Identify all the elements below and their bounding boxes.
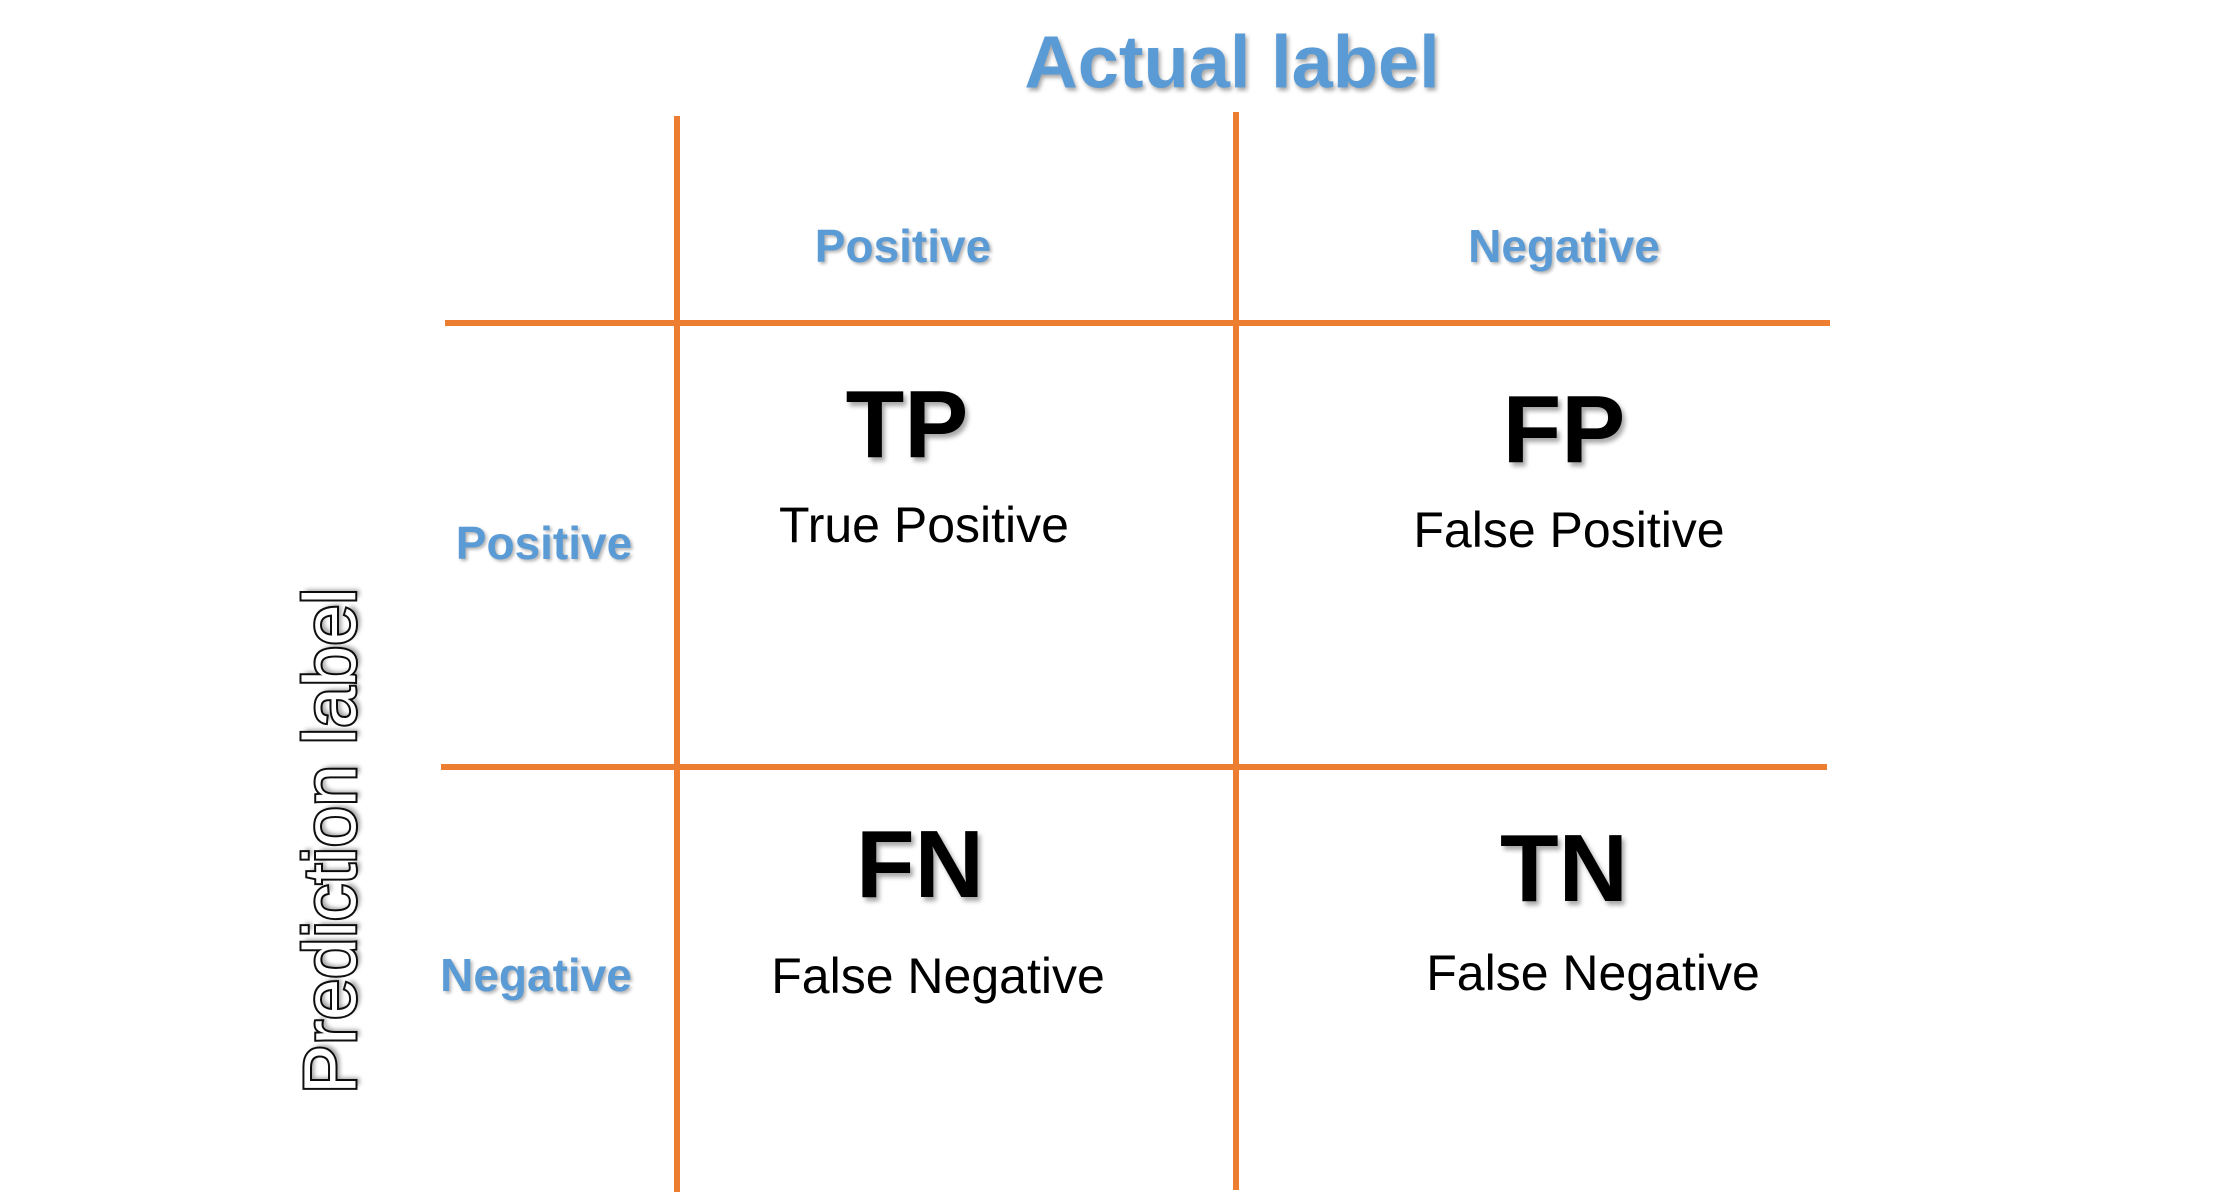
prediction-label-title: Prediction label	[287, 586, 374, 1096]
column-header-positive: Positive	[814, 220, 992, 272]
cell-tn-abbreviation: TN	[1500, 815, 1628, 922]
cell-fp-label: False Positive	[1413, 502, 1725, 558]
cell-fp-abbreviation: FP	[1502, 376, 1626, 483]
cell-fn-label: False Negative	[771, 948, 1105, 1004]
row-header-positive: Positive	[455, 517, 633, 569]
cell-tp-label: True Positive	[779, 497, 1069, 553]
grid-line-vertical-middle	[1233, 112, 1239, 1190]
actual-label-title: Actual label	[1024, 20, 1440, 104]
cell-tn-label: False Negative	[1426, 945, 1760, 1001]
row-header-negative: Negative	[440, 949, 632, 1001]
grid-line-vertical-left	[674, 116, 680, 1192]
cell-fn-abbreviation: FN	[856, 811, 984, 918]
cell-tp-abbreviation: TP	[845, 371, 969, 478]
column-header-negative: Negative	[1468, 220, 1660, 272]
grid-line-horizontal-top	[445, 320, 1830, 326]
grid-line-horizontal-middle	[441, 764, 1827, 770]
